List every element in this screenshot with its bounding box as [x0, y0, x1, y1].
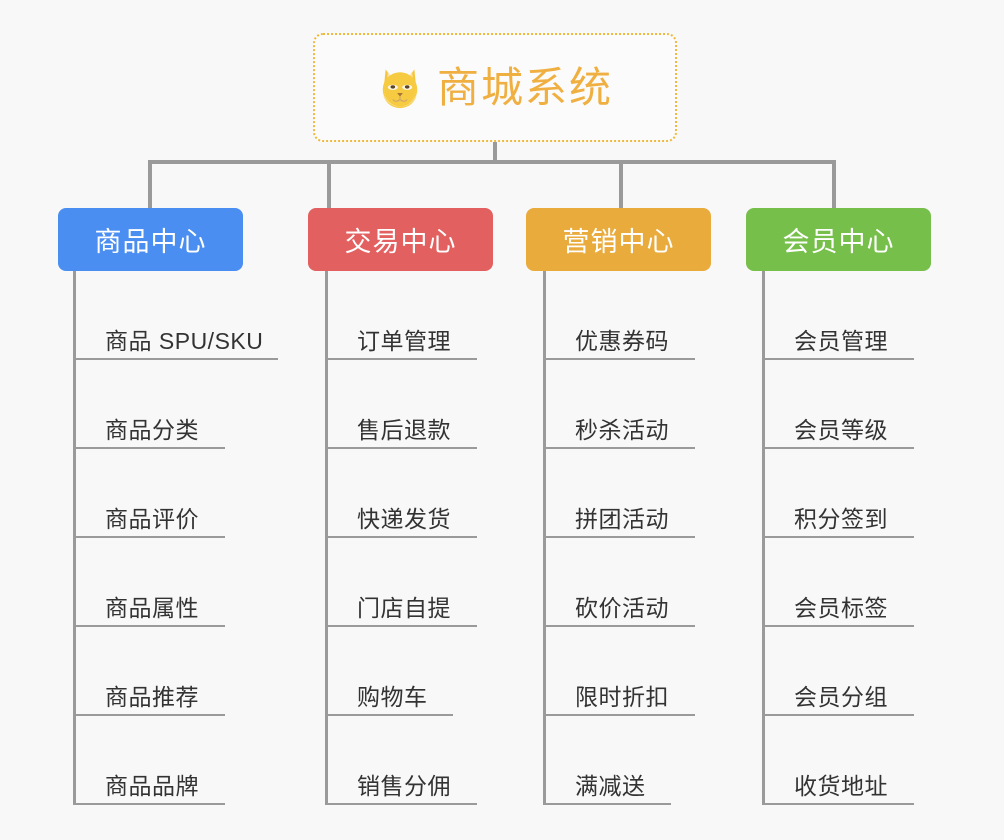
- root-node-shop-system[interactable]: 商城系统: [313, 33, 677, 142]
- leaf-item[interactable]: 购物车: [325, 627, 453, 716]
- leaf-item[interactable]: 满减送: [543, 716, 671, 805]
- leaf-item[interactable]: 会员管理: [762, 271, 914, 360]
- leaf-item[interactable]: 商品属性: [73, 538, 263, 627]
- leaf-item-label: 商品属性: [105, 594, 199, 621]
- shiba-dog-icon: [382, 68, 418, 108]
- leaf-item-label: 会员分组: [794, 683, 888, 710]
- leaf-item-underline: [73, 447, 225, 449]
- leaf-item-underline: [762, 714, 914, 716]
- leaf-item-label: 秒杀活动: [575, 416, 669, 443]
- leaf-item-label: 售后退款: [357, 416, 451, 443]
- leaf-spine: [325, 271, 328, 805]
- leaf-item[interactable]: 会员等级: [762, 360, 914, 449]
- category-box-member-center[interactable]: 会员中心: [746, 208, 931, 271]
- leaf-item-underline: [325, 714, 453, 716]
- leaf-item[interactable]: 商品推荐: [73, 627, 263, 716]
- leaf-item-label: 订单管理: [357, 327, 451, 354]
- leaf-item-underline: [543, 358, 695, 360]
- leaf-item-underline: [325, 625, 477, 627]
- leaf-item-label: 会员标签: [794, 594, 888, 621]
- leaf-item[interactable]: 优惠券码: [543, 271, 695, 360]
- leaf-item-underline: [543, 447, 695, 449]
- category-box-product-center[interactable]: 商品中心: [58, 208, 243, 271]
- connector-drop-member-center: [832, 160, 836, 208]
- leaf-spine: [73, 271, 76, 805]
- connector-drop-marketing-center: [619, 160, 623, 208]
- leaf-item-underline: [543, 625, 695, 627]
- leaf-item-underline: [325, 358, 477, 360]
- leaf-item-label: 砍价活动: [575, 594, 669, 621]
- leaf-item-underline: [73, 803, 225, 805]
- leaf-item-underline: [73, 714, 225, 716]
- connector-drop-product-center: [148, 160, 152, 208]
- leaf-item-underline: [73, 536, 225, 538]
- leaf-column-member-center: 会员管理会员等级积分签到会员标签会员分组收货地址: [762, 271, 914, 805]
- leaf-item[interactable]: 门店自提: [325, 538, 477, 627]
- leaf-item-underline: [73, 358, 278, 360]
- leaf-item[interactable]: 商品品牌: [73, 716, 263, 805]
- category-label: 交易中心: [344, 227, 457, 257]
- leaf-item[interactable]: 会员分组: [762, 627, 914, 716]
- leaf-item[interactable]: 商品 SPU/SKU: [73, 271, 278, 360]
- leaf-item[interactable]: 积分签到: [762, 449, 914, 538]
- leaf-item[interactable]: 商品分类: [73, 360, 263, 449]
- category-box-marketing-center[interactable]: 营销中心: [526, 208, 711, 271]
- leaf-item[interactable]: 限时折扣: [543, 627, 695, 716]
- leaf-item-label: 快递发货: [357, 505, 451, 532]
- leaf-item-label: 满减送: [575, 772, 646, 799]
- connector-horizontal-bar: [148, 160, 836, 164]
- leaf-item-label: 商品 SPU/SKU: [105, 327, 264, 354]
- leaf-column-marketing-center: 优惠券码秒杀活动拼团活动砍价活动限时折扣满减送: [543, 271, 695, 805]
- leaf-item-underline: [762, 447, 914, 449]
- leaf-item-label: 商品品牌: [105, 772, 199, 799]
- leaf-item[interactable]: 会员标签: [762, 538, 914, 627]
- connector-stem: [493, 142, 497, 163]
- leaf-item[interactable]: 收货地址: [762, 716, 914, 805]
- leaf-item[interactable]: 拼团活动: [543, 449, 695, 538]
- leaf-item-label: 积分签到: [794, 505, 888, 532]
- leaf-column-trade-center: 订单管理售后退款快递发货门店自提购物车销售分佣: [325, 271, 477, 805]
- leaf-spine: [762, 271, 765, 805]
- root-title: 商城系统: [436, 63, 613, 111]
- leaf-item[interactable]: 秒杀活动: [543, 360, 695, 449]
- leaf-column-product-center: 商品 SPU/SKU 商品分类商品评价商品属性商品推荐商品品牌: [73, 271, 278, 805]
- category-label: 营销中心: [562, 227, 675, 257]
- leaf-item-underline: [325, 447, 477, 449]
- connector-drop-trade-center: [327, 160, 331, 208]
- leaf-item-label: 商品分类: [105, 416, 199, 443]
- leaf-item-label: 优惠券码: [575, 327, 669, 354]
- leaf-item-label: 销售分佣: [357, 772, 451, 799]
- leaf-item-underline: [543, 803, 671, 805]
- leaf-item-underline: [325, 803, 477, 805]
- leaf-item-label: 门店自提: [357, 594, 451, 621]
- leaf-item-label: 商品推荐: [105, 683, 199, 710]
- leaf-item-label: 商品评价: [105, 505, 199, 532]
- leaf-item-label: 会员等级: [794, 416, 888, 443]
- leaf-item-underline: [762, 536, 914, 538]
- leaf-item[interactable]: 销售分佣: [325, 716, 477, 805]
- category-label: 会员中心: [782, 227, 895, 257]
- category-label: 商品中心: [94, 227, 207, 257]
- leaf-item-underline: [543, 536, 695, 538]
- leaf-item[interactable]: 快递发货: [325, 449, 477, 538]
- leaf-item-underline: [762, 625, 914, 627]
- leaf-spine: [543, 271, 546, 805]
- leaf-item[interactable]: 砍价活动: [543, 538, 695, 627]
- leaf-item-underline: [73, 625, 225, 627]
- leaf-item-underline: [325, 536, 477, 538]
- leaf-item[interactable]: 商品评价: [73, 449, 263, 538]
- leaf-item-label: 会员管理: [794, 327, 888, 354]
- leaf-item[interactable]: 售后退款: [325, 360, 477, 449]
- leaf-item-label: 限时折扣: [575, 683, 669, 710]
- leaf-item-underline: [543, 714, 695, 716]
- leaf-item-label: 收货地址: [794, 772, 888, 799]
- leaf-item-label: 购物车: [357, 683, 428, 710]
- leaf-item-underline: [762, 358, 914, 360]
- category-box-trade-center[interactable]: 交易中心: [308, 208, 493, 271]
- leaf-item[interactable]: 订单管理: [325, 271, 477, 360]
- leaf-item-underline: [762, 803, 914, 805]
- leaf-item-label: 拼团活动: [575, 505, 669, 532]
